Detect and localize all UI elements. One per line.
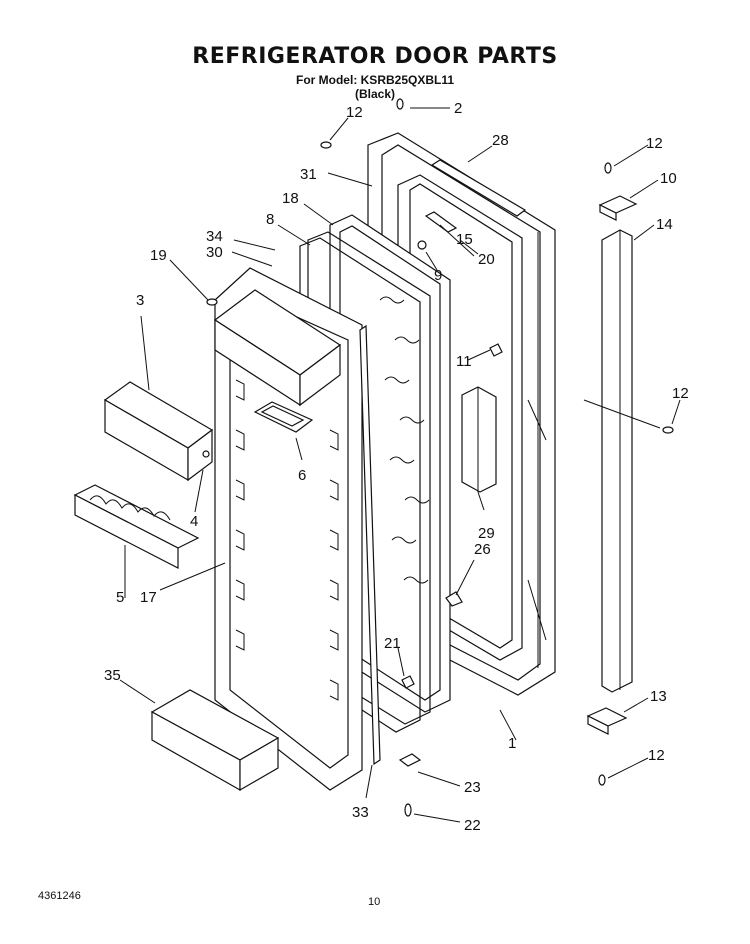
callout-12-top-left: 12 <box>346 104 363 121</box>
part-top-trim <box>430 159 527 217</box>
screw-parts <box>206 98 674 817</box>
callout-34: 34 <box>206 228 223 245</box>
callout-12-top-right: 12 <box>646 135 663 152</box>
callout-1: 1 <box>508 735 516 752</box>
callout-3: 3 <box>136 292 144 309</box>
callout-17: 17 <box>140 589 157 606</box>
part-rack <box>73 484 200 569</box>
callout-12-mid-right: 12 <box>672 385 689 402</box>
part-side-strip <box>359 324 381 766</box>
callout-4: 4 <box>190 513 198 530</box>
callout-29: 29 <box>478 525 495 542</box>
callout-8: 8 <box>266 211 274 228</box>
callout-6: 6 <box>298 467 306 484</box>
part-door-liner <box>214 267 363 791</box>
callout-22: 22 <box>464 817 481 834</box>
callout-10: 10 <box>660 170 677 187</box>
part-bottom-bin <box>150 689 280 792</box>
part-hinge-top <box>598 195 638 221</box>
callout-33: 33 <box>352 804 369 821</box>
callout-20: 20 <box>478 251 495 268</box>
footer-page-number: 10 <box>368 896 381 908</box>
callout-35: 35 <box>104 667 121 684</box>
callout-19: 19 <box>150 247 167 264</box>
part-insulation-block <box>461 386 497 493</box>
callout-21: 21 <box>384 635 401 652</box>
callout-13: 13 <box>650 688 667 705</box>
callout-9: 9 <box>434 267 442 284</box>
callout-12-bottom-right: 12 <box>648 747 665 764</box>
callout-31: 31 <box>300 166 317 183</box>
callout-18: 18 <box>282 190 299 207</box>
part-small-tray <box>253 401 314 433</box>
callout-14: 14 <box>656 216 673 233</box>
callout-23: 23 <box>464 779 481 796</box>
callout-26: 26 <box>474 541 491 558</box>
callout-5: 5 <box>116 589 124 606</box>
color-note: (Black) <box>354 87 395 101</box>
diagram-title: REFRIGERATOR DOOR PARTS <box>192 44 558 69</box>
callout-28: 28 <box>492 132 509 149</box>
callout-30: 30 <box>206 244 223 261</box>
model-subtitle: For Model: KSRB25QXBL11 <box>295 73 455 87</box>
part-bin-cover <box>103 381 214 482</box>
callout-11: 11 <box>456 353 472 370</box>
callout-15: 15 <box>456 231 473 248</box>
part-side-rail <box>601 229 633 693</box>
part-top-shelf <box>213 289 342 407</box>
callout-labels: 12 2 28 31 18 8 34 30 19 3 4 5 17 35 6 1… <box>104 100 689 834</box>
callout-2: 2 <box>454 100 462 117</box>
leader-lines <box>119 107 681 823</box>
footer-document-code: 4361246 <box>38 890 81 902</box>
part-hinge-bottom <box>586 707 628 735</box>
